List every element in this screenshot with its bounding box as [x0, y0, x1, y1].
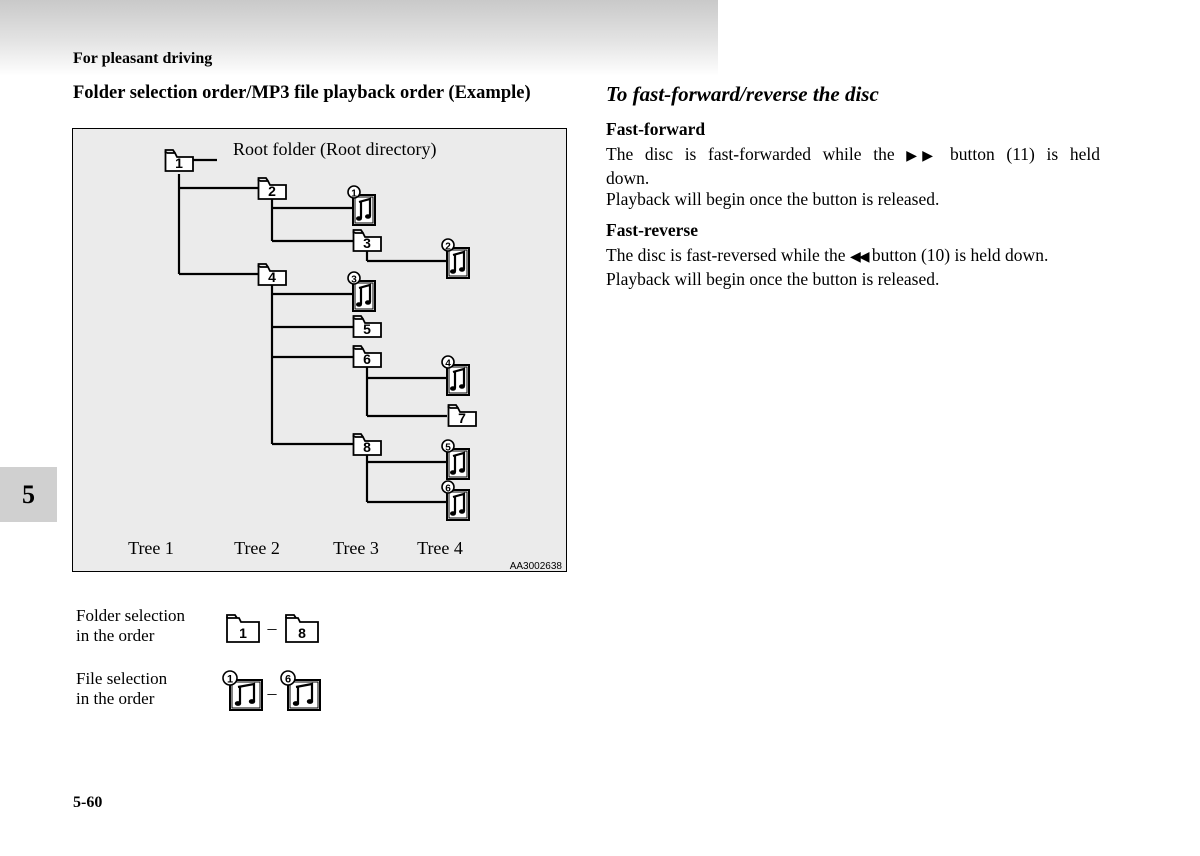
folder-2-number: 2 [268, 183, 276, 199]
tree-2-label: Tree 2 [234, 538, 280, 558]
folder-from-icon: 1 [226, 614, 260, 643]
mp3-file-5-icon: 5 [441, 439, 471, 481]
section-title: To fast-forward/reverse the disc [606, 82, 879, 106]
folder-6-icon: 6 [352, 345, 382, 368]
file-3-number: 3 [351, 275, 357, 286]
tree-1-label: Tree 1 [128, 538, 174, 558]
file-from-number: 1 [227, 674, 233, 686]
mp3-file-2-icon: 2 [441, 238, 471, 280]
fast-forward-text-a: The disc is fast-forwarded while the [606, 144, 895, 164]
fast-reverse-icon: ◀◀ [849, 249, 869, 265]
fast-reverse-line-1: The disc is fast-reversed while the ◀◀ b… [606, 245, 1100, 269]
fast-forward-line-1: The disc is fast-forwarded while the ▶▶ … [606, 144, 1100, 168]
folder-range-dash: – [267, 618, 278, 638]
file-4-number: 4 [445, 359, 451, 370]
file-to-number: 6 [285, 674, 291, 686]
folder-order-range: 1 – 8 [226, 614, 319, 643]
file-order-line-2: in the order [76, 689, 155, 708]
folder-tree-diagram: 1 2 3 4 5 6 7 8 [72, 128, 567, 572]
file-to-icon: 6 [280, 670, 321, 711]
file-6-number: 6 [445, 484, 451, 495]
file-order-label: File selection in the order [76, 669, 167, 709]
folder-order-line-1: Folder selection [76, 606, 186, 625]
file-2-number: 2 [445, 242, 451, 253]
folder-from-number: 1 [239, 625, 247, 641]
root-folder-label: Root folder (Root directory) [233, 139, 436, 160]
tree-4-label: Tree 4 [417, 538, 463, 558]
folder-3-number: 3 [363, 235, 371, 251]
folder-2-icon: 2 [257, 177, 287, 200]
file-range-dash: – [267, 683, 278, 703]
folder-1-number: 1 [175, 155, 183, 171]
file-1-number: 1 [351, 189, 357, 200]
fast-reverse-text-b: button (10) is held down. [871, 245, 1049, 265]
fast-forward-line-3: Playback will begin once the button is r… [606, 189, 940, 209]
folder-order-label: Folder selection in the order [76, 606, 185, 646]
mp3-file-6-icon: 6 [441, 480, 471, 522]
folder-to-number: 8 [298, 625, 306, 641]
folder-1-icon: 1 [164, 149, 194, 172]
chapter-tab: 5 [0, 467, 57, 522]
folder-5-icon: 5 [352, 315, 382, 338]
section-label: For pleasant driving [73, 50, 213, 67]
folder-6-number: 6 [363, 351, 371, 367]
mp3-file-1-icon: 1 [347, 185, 377, 227]
folder-to-icon: 8 [285, 614, 319, 643]
diagram-code: AA3002638 [510, 561, 563, 572]
folder-5-number: 5 [363, 321, 371, 337]
folder-8-icon: 8 [352, 433, 382, 456]
fast-reverse-line-2: Playback will begin once the button is r… [606, 268, 940, 289]
fast-forward-heading: Fast-forward [606, 119, 706, 139]
file-from-icon: 1 [222, 670, 263, 711]
fast-reverse-text-a: The disc is fast-reversed while the [606, 245, 846, 265]
fast-reverse-text: The disc is fast-reversed while the ◀◀ b… [606, 245, 1100, 290]
file-order-range: 1 – 6 [222, 670, 321, 711]
folder-4-number: 4 [268, 269, 276, 285]
folder-3-icon: 3 [352, 229, 382, 252]
file-order-line-1: File selection [76, 669, 168, 688]
tree-3-label: Tree 3 [333, 538, 379, 558]
mp3-file-3-icon: 3 [347, 271, 377, 313]
header-band [0, 0, 718, 76]
folder-4-icon: 4 [257, 263, 287, 286]
folder-order-line-2: in the order [76, 626, 155, 645]
folder-7-icon: 7 [447, 404, 477, 427]
file-5-number: 5 [445, 443, 451, 454]
fast-forward-text-b: button (11) is held [950, 144, 1100, 164]
fast-forward-icon: ▶▶ [906, 148, 940, 164]
page-number: 5-60 [73, 794, 103, 811]
folder-7-number: 7 [458, 410, 466, 426]
fast-reverse-heading: Fast-reverse [606, 220, 698, 240]
fast-forward-text: The disc is fast-forwarded while the ▶▶ … [606, 144, 1100, 211]
fast-forward-line-2: down. [606, 167, 650, 188]
mp3-file-4-icon: 4 [441, 355, 471, 397]
folder-8-number: 8 [363, 439, 371, 455]
diagram-heading: Folder selection order/MP3 file playback… [73, 83, 531, 103]
tree-connectors [177, 158, 447, 504]
